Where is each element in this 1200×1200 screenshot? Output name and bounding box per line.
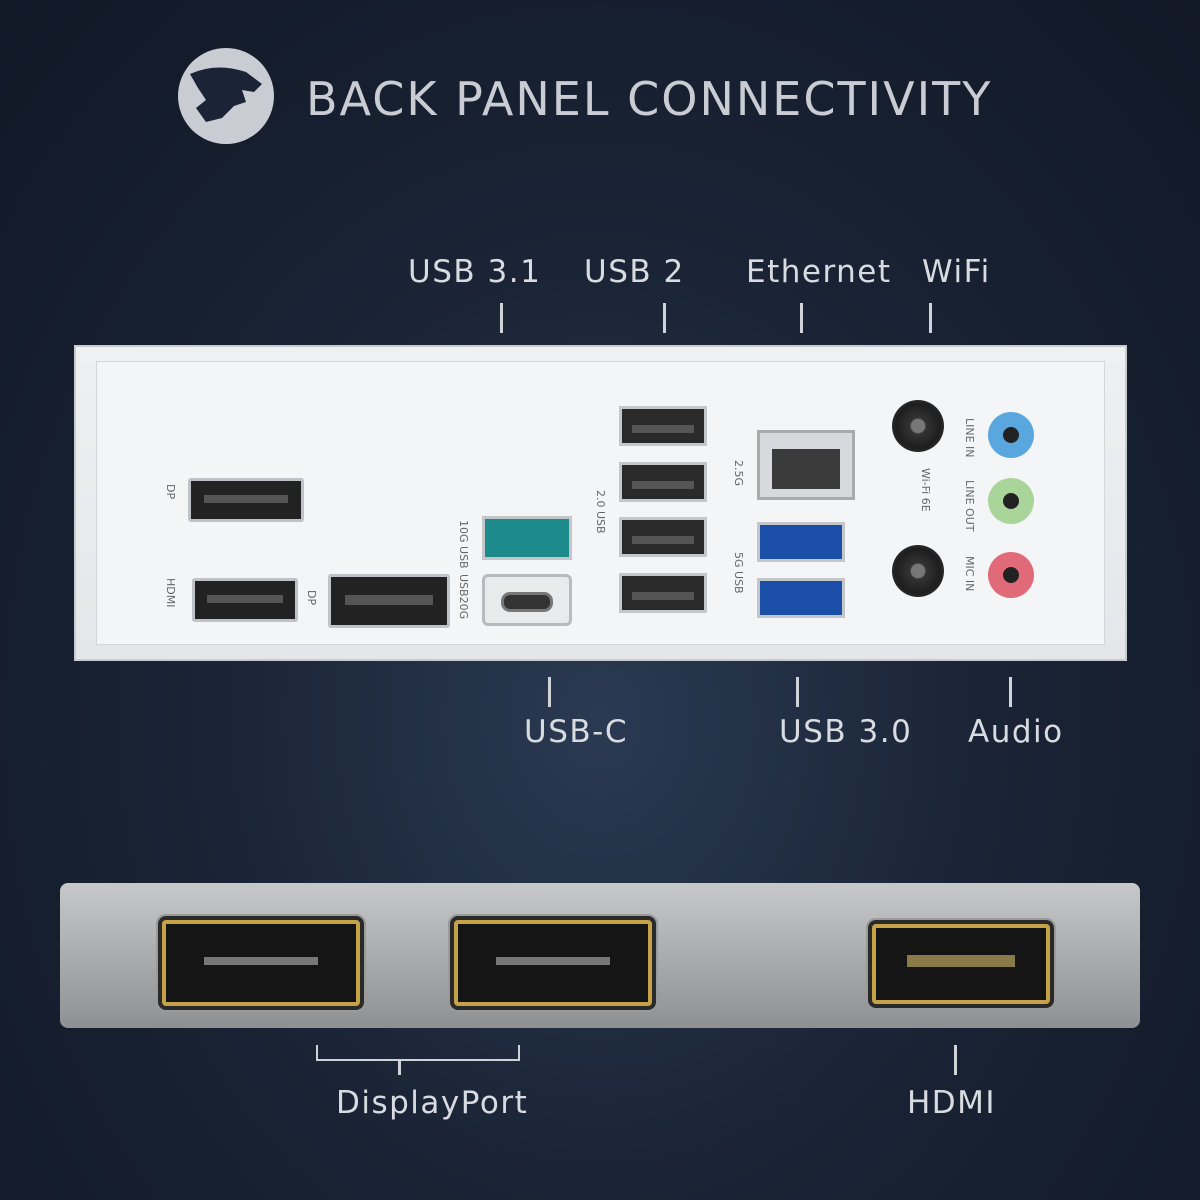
usb31-port [482,516,572,560]
displayport-port-left [188,478,304,522]
marking-line-in: LINE IN [963,418,976,458]
pointer-usb30 [796,677,799,707]
marking-line-out: LINE OUT [963,480,976,532]
pointer-displayport [398,1059,401,1075]
pointer-usb31 [500,303,503,333]
label-audio: Audio [968,714,1064,750]
mic-in-jack [988,552,1034,598]
marking-usb10g: 10G USB [457,520,470,569]
usb2-port-4 [619,573,707,613]
label-displayport: DisplayPort [336,1085,529,1121]
marking-lan: 2.5G [732,460,745,487]
usb-c-port [482,574,572,626]
label-usb30: USB 3.0 [779,714,913,750]
pointer-audio [1009,677,1012,707]
hdmi-port-small [192,578,298,622]
marking-wifi: Wi-Fi 6E [919,468,932,512]
label-usbc: USB-C [524,714,628,750]
label-usb31: USB 3.1 [408,254,542,290]
line-in-jack [988,412,1034,458]
marking-dp-left: DP [164,484,177,500]
usb30-port-2 [757,578,845,618]
displayport-large-2 [454,920,652,1006]
marking-usb20g: USB20G [457,574,470,620]
displayport-bracket [316,1045,520,1061]
label-ethernet: Ethernet [746,254,892,290]
usb2-port-3 [619,517,707,557]
ethernet-port [757,430,855,500]
pointer-usbc [548,677,551,707]
pointer-wifi [929,303,932,333]
pointer-hdmi [954,1045,957,1075]
wifi-antenna-connector-1 [892,400,944,452]
label-usb2: USB 2 [584,254,685,290]
marking-dp-center: DP [305,590,318,606]
line-out-jack [988,478,1034,524]
displayport-large-1 [162,920,360,1006]
usb2-port-1 [619,406,707,446]
pointer-ethernet [800,303,803,333]
marking-hdmi: HDMI [164,578,177,608]
label-hdmi: HDMI [907,1085,997,1121]
brand-logo-icon [176,44,276,148]
wifi-antenna-connector-2 [892,545,944,597]
displayport-port-center [328,574,450,628]
marking-usb20: 2.0 USB [594,490,607,534]
label-wifi: WiFi [922,254,991,290]
hdmi-large [872,924,1050,1004]
marking-usb5g: 5G USB [732,552,745,594]
page-title: BACK PANEL CONNECTIVITY [306,72,993,126]
pointer-usb2 [663,303,666,333]
usb30-port-1 [757,522,845,562]
usb2-port-2 [619,462,707,502]
marking-mic-in: MIC IN [963,556,976,592]
